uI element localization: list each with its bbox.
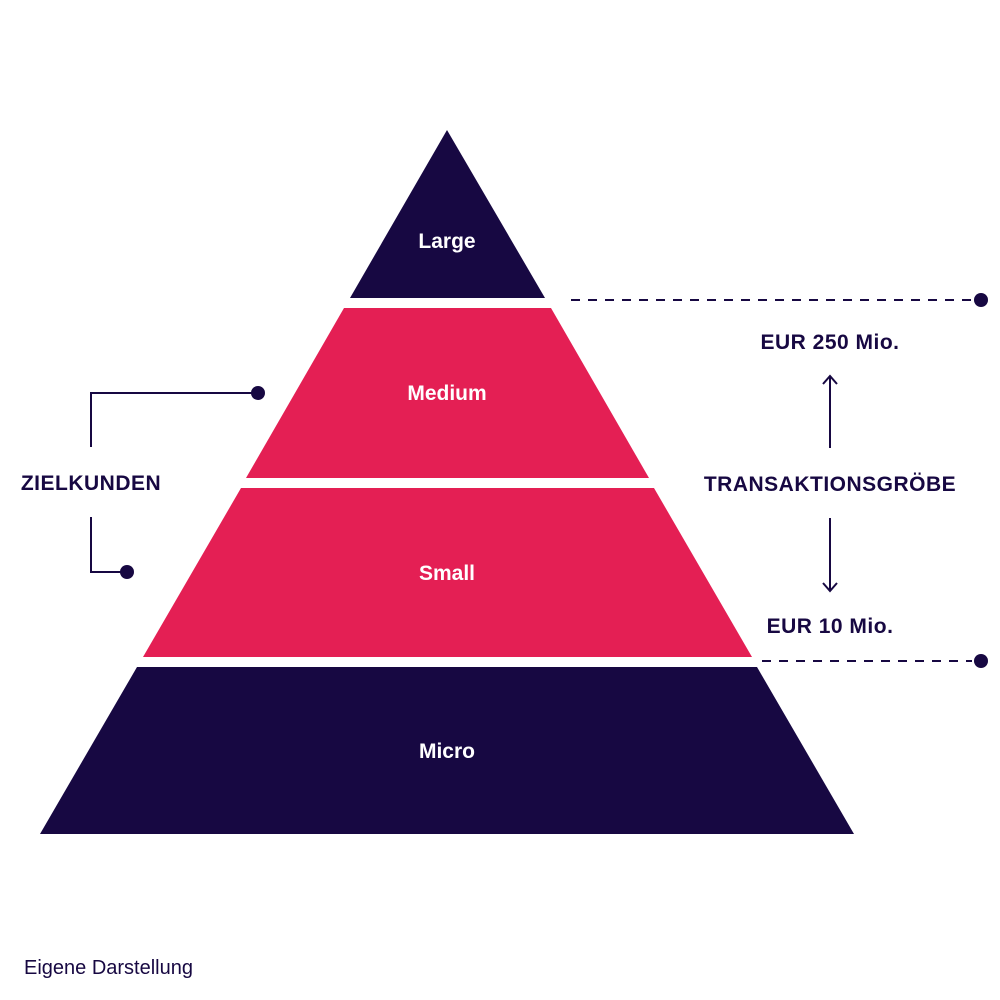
zielkunden-bracket-lower: [90, 517, 127, 573]
lower-threshold-label: EUR 10 Mio.: [767, 615, 894, 638]
upper-threshold-dot: [974, 293, 988, 307]
tier-micro-label: Micro: [419, 740, 475, 763]
zielkunden-bracket-lower-dot: [120, 565, 134, 579]
arrow-up-icon: [822, 374, 838, 448]
tier-small-label: Small: [419, 562, 475, 585]
lower-threshold-dot: [974, 654, 988, 668]
zielkunden-label: ZIELKUNDEN: [21, 472, 161, 495]
tier-small: [143, 488, 752, 657]
tier-large-label: Large: [418, 230, 475, 253]
arrow-down-icon: [822, 518, 838, 593]
zielkunden-bracket-upper: [90, 392, 258, 447]
tier-medium: [246, 308, 649, 478]
zielkunden-bracket-upper-dot: [251, 386, 265, 400]
upper-threshold-label: EUR 250 Mio.: [760, 331, 899, 354]
tier-micro: [40, 667, 854, 834]
source-note: Eigene Darstellung: [24, 957, 193, 979]
tier-large: [350, 130, 545, 298]
transaktionsgroesse-label: TRANSAKTIONSGRÖBE: [704, 473, 956, 496]
tier-medium-label: Medium: [407, 382, 486, 405]
